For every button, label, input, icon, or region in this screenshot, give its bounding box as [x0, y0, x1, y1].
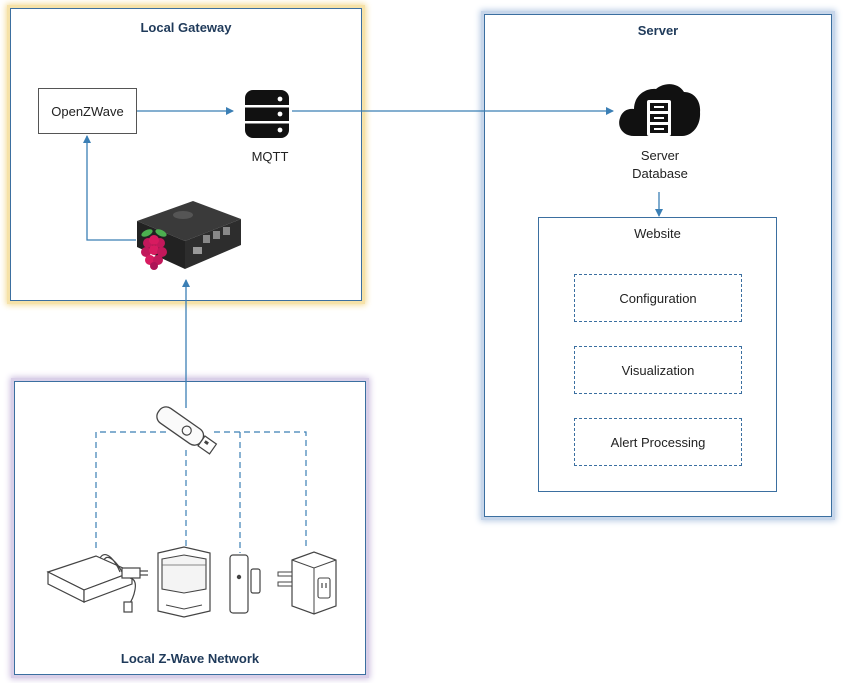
- server-database-line1: Server: [640, 148, 680, 163]
- server-database-line2: Database: [632, 166, 688, 181]
- server-database-label: Server Database: [610, 147, 710, 183]
- cloud-server-icon: [619, 84, 701, 136]
- website-label: Website: [634, 226, 681, 241]
- arrow-pi-to-openzwave: [83, 135, 136, 241]
- raspberry-pi-icon: [137, 201, 241, 270]
- mqtt-label: MQTT: [251, 149, 289, 164]
- configuration-module: Configuration: [574, 274, 742, 322]
- visualization-module: Visualization: [574, 346, 742, 394]
- server-title: Server: [637, 23, 679, 38]
- power-adapter-icon: [46, 553, 148, 613]
- local-gateway-title: Local Gateway: [140, 20, 232, 35]
- alert-processing-label: Alert Processing: [610, 434, 706, 450]
- openzwave-label: OpenZWave: [51, 103, 124, 119]
- zwave-dashed-links: [95, 431, 307, 553]
- motion-sensor-icon: [157, 546, 211, 618]
- raspberry-logo: [141, 229, 167, 270]
- usb-stick-icon: [156, 406, 218, 455]
- configuration-label: Configuration: [619, 290, 697, 306]
- visualization-label: Visualization: [621, 362, 695, 378]
- smart-plug-icon: [277, 551, 337, 615]
- zwave-network-title: Local Z-Wave Network: [120, 651, 260, 666]
- database-icon: [245, 90, 289, 138]
- openzwave-box: OpenZWave: [38, 88, 137, 134]
- alert-processing-module: Alert Processing: [574, 418, 742, 466]
- door-sensor-icon: [229, 554, 261, 614]
